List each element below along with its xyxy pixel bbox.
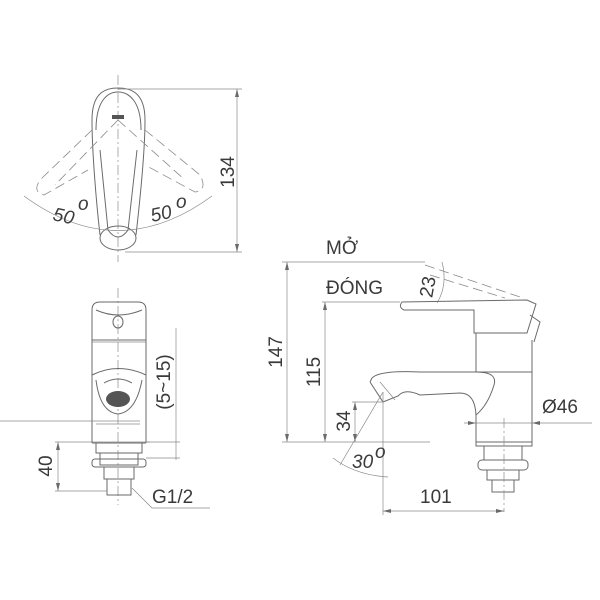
dim-diameter-46: Ø46 (542, 397, 578, 418)
label-close: ĐÓNG (326, 277, 383, 299)
dim-115: 115 (304, 357, 325, 387)
front-view: 40 (5~15) G1/2 (0, 288, 210, 509)
angle-spout-30: 30 (352, 452, 374, 473)
top-view: 134 50 o 50 o (23, 75, 242, 262)
side-view: MỞ ĐÓNG 147 115 23 (266, 237, 592, 515)
dim-101: 101 (420, 487, 452, 508)
angle-handle-23: 23 (416, 275, 440, 299)
degree-left: o (78, 194, 89, 215)
aerator (106, 391, 130, 407)
angle-right-50: 50 (149, 202, 174, 227)
degree-right: o (176, 192, 187, 213)
dim-34: 34 (334, 410, 355, 432)
label-open: MỞ (326, 237, 358, 259)
dim-40: 40 (36, 455, 57, 476)
dim-adjust-range: (5~15) (154, 354, 175, 409)
dim-147: 147 (266, 336, 287, 368)
angle-left-50: 50 (51, 204, 76, 229)
degree-spout: o (375, 442, 386, 463)
thread-label: G1/2 (152, 487, 193, 508)
logo-mark (112, 115, 124, 119)
dim-134: 134 (218, 156, 239, 188)
